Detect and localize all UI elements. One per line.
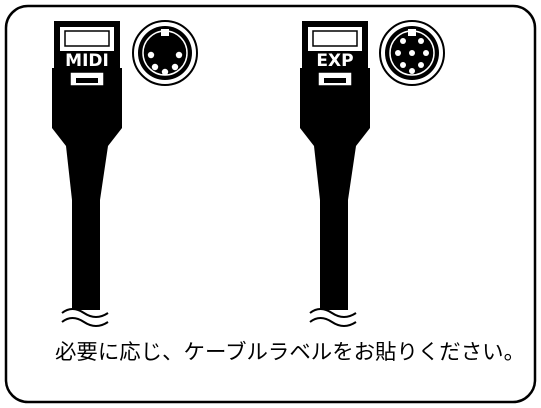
midi-cable-taper <box>66 146 108 200</box>
midi-boot <box>52 68 122 146</box>
exp-cut-wave-top <box>309 308 357 318</box>
outer-frame <box>4 4 537 404</box>
exp-cable: EXP <box>300 21 370 327</box>
exp-din-pin <box>418 62 424 68</box>
midi-plug-inner-top <box>64 30 110 47</box>
midi-din-pin <box>151 63 159 71</box>
exp-din-connector <box>379 20 445 86</box>
midi-din-pin <box>175 51 183 59</box>
exp-cable-body <box>320 198 348 310</box>
exp-cable-taper <box>314 146 356 200</box>
exp-din-pin <box>423 50 429 56</box>
midi-boot-slit <box>76 78 98 83</box>
midi-cut-wave-bottom <box>61 317 109 327</box>
exp-plug-inner-top <box>312 30 358 47</box>
midi-din-pin <box>171 63 179 71</box>
exp-din-pin <box>395 50 401 56</box>
caption-backing <box>52 336 530 366</box>
exp-din-pin <box>418 38 424 44</box>
exp-din-pin <box>409 50 415 56</box>
midi-cut-wave-top <box>61 308 109 318</box>
exp-din-pin <box>400 38 406 44</box>
midi-din-pin <box>147 51 155 59</box>
caption-text: 必要に応じ、ケーブルラベルをお貼りください。 <box>55 340 525 364</box>
midi-din-key <box>161 29 169 36</box>
exp-label-band <box>302 52 368 68</box>
midi-cable: MIDI <box>52 21 122 327</box>
midi-label-band <box>54 52 120 68</box>
exp-din-pin <box>409 68 415 74</box>
midi-cable-body <box>72 198 100 310</box>
exp-din-pin <box>400 62 406 68</box>
exp-label-text: EXP <box>316 51 353 71</box>
exp-boot-slit <box>324 78 346 83</box>
exp-cut-wave-bottom <box>309 317 357 327</box>
exp-din-key <box>408 29 416 36</box>
midi-din-connector <box>132 20 198 86</box>
midi-label-text: MIDI <box>65 51 109 71</box>
midi-din-pin <box>161 68 169 76</box>
exp-boot <box>300 68 370 146</box>
